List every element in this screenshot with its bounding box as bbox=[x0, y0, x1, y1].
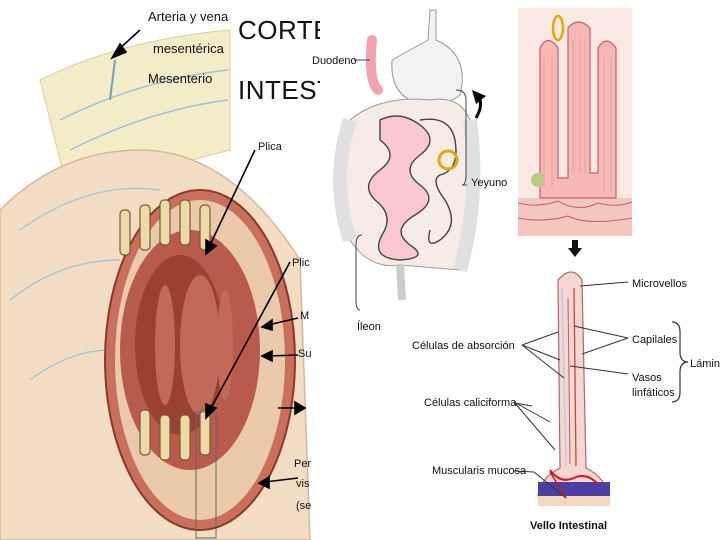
label-vasos: Vasos bbox=[632, 372, 662, 384]
title-line1: CORTE bbox=[238, 15, 320, 45]
label-mesenterica: mesentérica bbox=[153, 41, 224, 56]
title-line2: INTEST bbox=[238, 75, 320, 105]
label-su-cut: Su bbox=[298, 348, 312, 360]
label-yeyuno: Yeyuno bbox=[471, 177, 508, 189]
label-duodeno: Duodeno bbox=[312, 55, 357, 67]
label-lamina: Lámina bbox=[690, 358, 720, 370]
label-caliciforma: Células caliciforma bbox=[424, 397, 517, 409]
villus-illustration bbox=[513, 271, 689, 506]
down-arrow-icon bbox=[568, 240, 582, 257]
label-plica: Plica bbox=[258, 141, 282, 153]
label-m-cut: M bbox=[300, 310, 310, 322]
label-ileon: Íleon bbox=[357, 321, 381, 333]
label-capilares: Capilales bbox=[632, 334, 678, 346]
label-mesenterio: Mesenterio bbox=[148, 71, 213, 86]
label-vis-cut: vis bbox=[296, 478, 310, 490]
digestive-tract-illustration bbox=[333, 9, 486, 311]
mucosa-illustration bbox=[518, 8, 632, 236]
intestine-illustration bbox=[0, 29, 311, 540]
digestive-tract-panel: Duodeno Yeyuno Íleon bbox=[310, 0, 510, 340]
label-muscularis: Muscularis mucosa bbox=[432, 465, 527, 477]
label-arteria: Arteria y vena bbox=[148, 9, 229, 24]
label-plic-cut: Plic bbox=[292, 257, 310, 269]
mucosa-folds-panel bbox=[518, 8, 632, 236]
intestine-cross-section-panel: CORTE INTEST Arteria y vena mesentérica … bbox=[0, 0, 320, 540]
label-celulas-absorcion: Células de absorción bbox=[412, 340, 515, 352]
label-per-cut: Per bbox=[294, 458, 312, 470]
label-linfaticos: linfáticos bbox=[632, 387, 675, 399]
label-microvellos: Microvellos bbox=[632, 278, 688, 290]
label-se-cut: (se bbox=[296, 500, 312, 512]
villus-panel: Microvellos Capilales Lámina Células de … bbox=[410, 258, 720, 540]
label-vello-intestinal: Vello Intestinal bbox=[530, 520, 608, 532]
